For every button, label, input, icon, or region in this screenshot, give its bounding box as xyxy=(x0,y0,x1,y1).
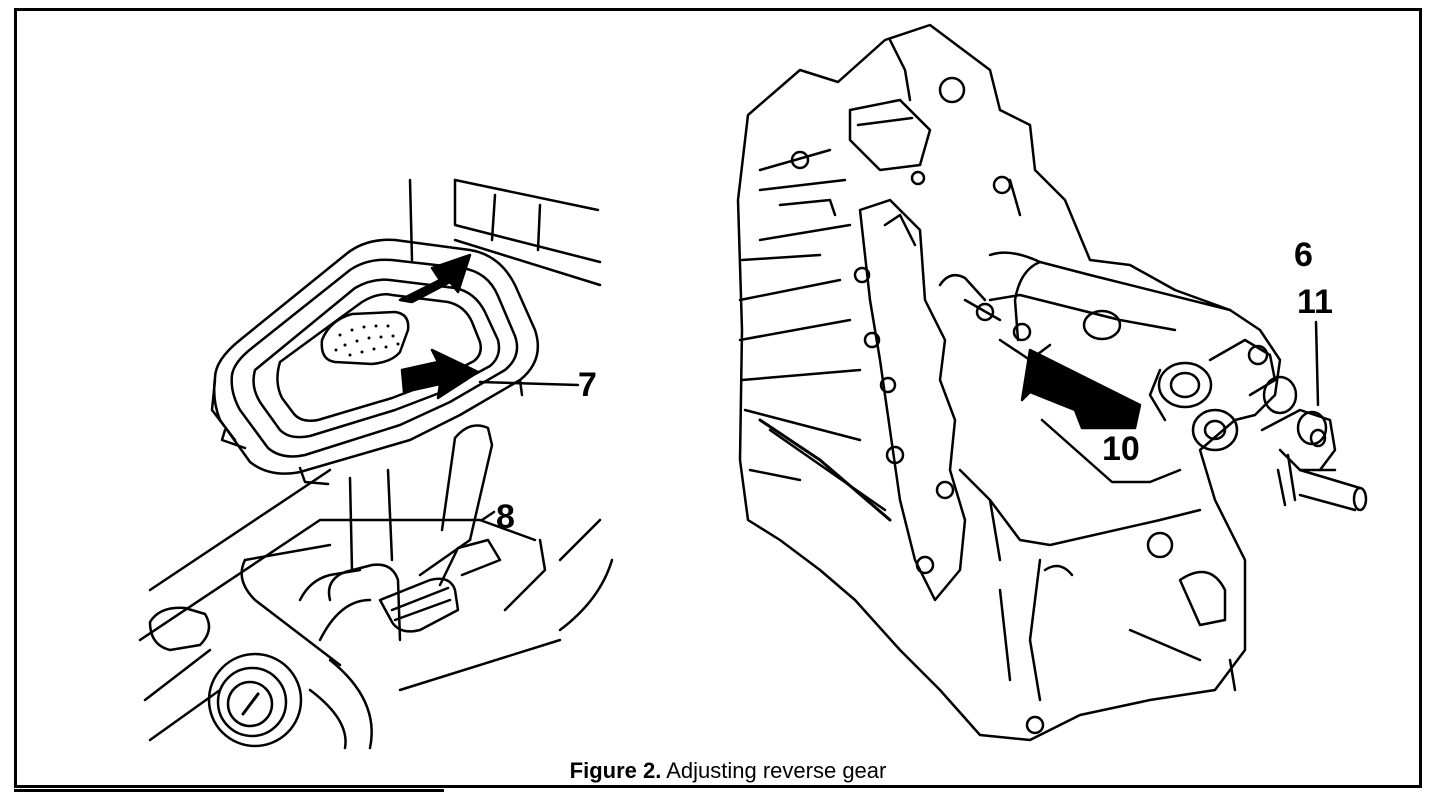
figure-number: Figure 2. xyxy=(569,758,662,783)
callout-11: 11 xyxy=(1297,283,1333,321)
bottom-rule xyxy=(14,789,444,792)
callout-7: 7 xyxy=(578,366,597,404)
callout-10: 10 xyxy=(1102,430,1140,468)
figure-title: Adjusting reverse gear xyxy=(666,758,887,783)
callout-8: 8 xyxy=(496,498,515,536)
figure-caption: Figure 2. Adjusting reverse gear xyxy=(0,758,1456,784)
shifter-console-drawing xyxy=(138,178,614,750)
callout-6: 6 xyxy=(1294,236,1313,274)
transmission-drawing xyxy=(736,23,1368,742)
figure-frame xyxy=(14,8,1422,788)
